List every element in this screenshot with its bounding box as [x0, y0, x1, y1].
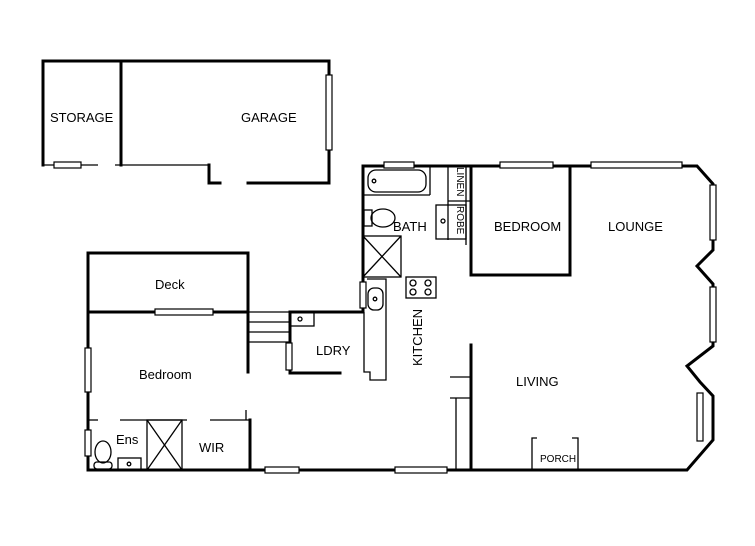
room-label-lounge: LOUNGE	[608, 219, 663, 234]
window	[590, 161, 683, 169]
window	[394, 466, 448, 474]
room-label-garage: GARAGE	[241, 110, 297, 125]
room-label-linen: LINEN	[454, 167, 465, 197]
room-label-bedroom-left: Bedroom	[139, 367, 192, 382]
room-label-living: LIVING	[516, 374, 559, 389]
room-label-deck: Deck	[155, 277, 185, 292]
window	[84, 429, 92, 457]
room-label-storage: STORAGE	[50, 110, 114, 125]
room-label-bedroom: BEDROOM	[494, 219, 562, 234]
room-label-ldry: LDRY	[316, 343, 351, 358]
window	[499, 161, 554, 169]
window	[709, 286, 717, 343]
garage-walls	[41, 59, 333, 185]
window	[154, 308, 214, 316]
room-label-robe: ROBE	[454, 206, 465, 235]
window	[53, 161, 82, 169]
window	[285, 342, 293, 371]
room-label-kitchen: KITCHEN	[410, 308, 425, 366]
window	[264, 466, 300, 474]
room-label-wir: WIR	[199, 440, 225, 455]
room-label-bath: BATH	[393, 219, 427, 234]
window	[359, 281, 367, 309]
window	[709, 184, 717, 241]
window	[383, 161, 415, 169]
window	[696, 392, 704, 442]
room-label-ens: Ens	[116, 432, 139, 447]
window	[84, 347, 92, 393]
house-walls	[84, 161, 717, 474]
room-label-porch: PORCH	[540, 454, 577, 465]
window	[325, 74, 333, 151]
